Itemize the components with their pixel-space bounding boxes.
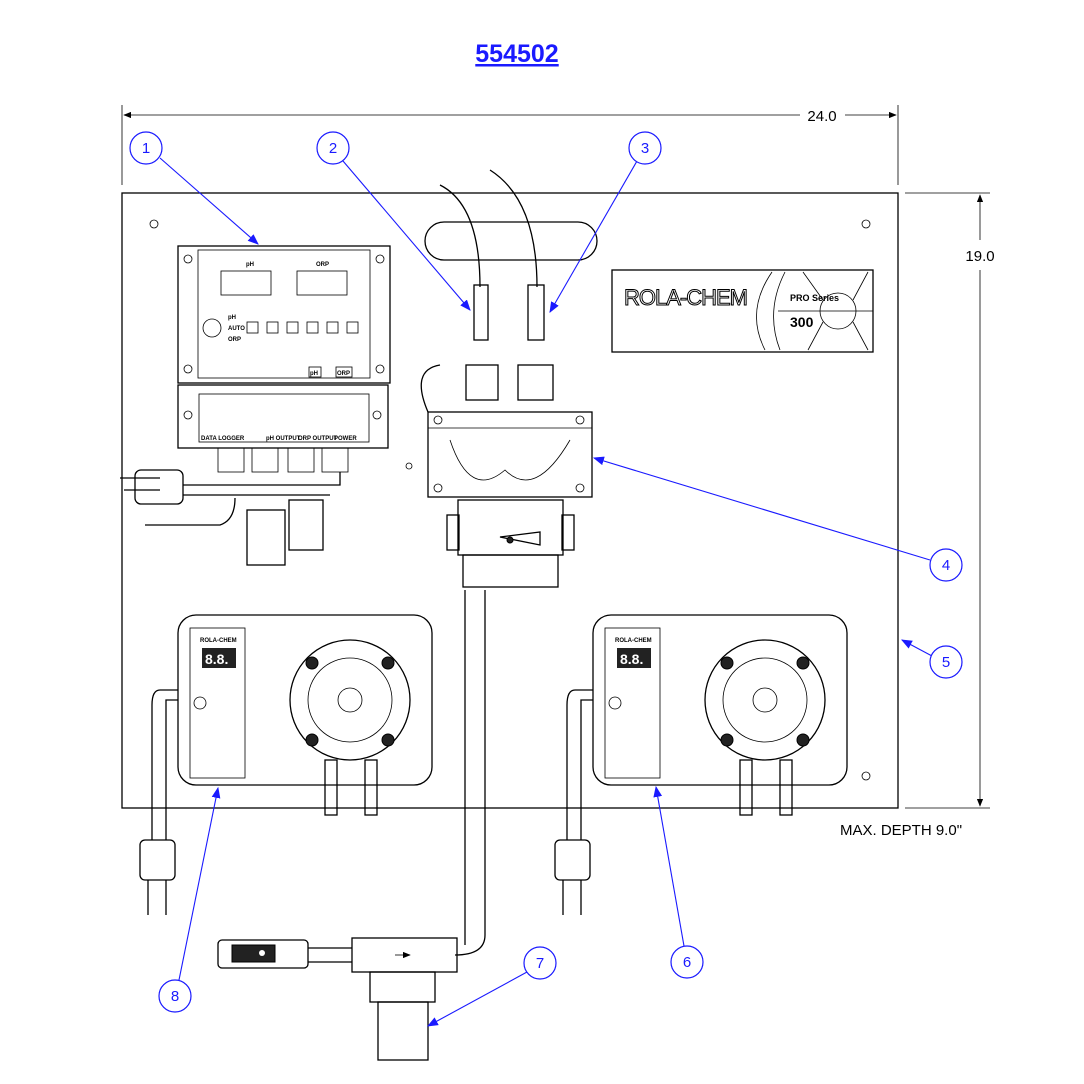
balloon-5[interactable]: 5: [929, 645, 963, 679]
svg-text:6: 6: [683, 954, 691, 971]
flow-tee: [217, 937, 458, 1061]
svg-text:2: 2: [329, 140, 337, 157]
filter-housing: [377, 1001, 429, 1061]
height-dimension: 19.0: [905, 192, 995, 809]
height-value: 19.0: [965, 248, 994, 265]
width-value: 24.0: [807, 108, 836, 125]
logo-model: 300: [790, 314, 814, 330]
balloon-4[interactable]: 4: [929, 548, 963, 582]
mode-label: AUTO: [228, 326, 245, 332]
balloon-6[interactable]: 6: [670, 945, 704, 979]
port-label: ORP OUTPUT: [298, 436, 338, 442]
svg-text:8: 8: [171, 988, 179, 1005]
backboard-panel: [121, 192, 899, 809]
sensor-manifold: [420, 169, 593, 956]
controller: pH ORP pH AUTO ORP pH ORP DATA LOGGER pH…: [120, 245, 391, 566]
width-dimension: 24.0: [121, 105, 899, 185]
svg-text:7: 7: [536, 955, 544, 972]
pump-right: ROLA-CHEM 8.8.: [554, 614, 848, 915]
pump-brand: ROLA-CHEM: [200, 638, 237, 644]
mode-label: pH: [228, 315, 236, 321]
pump-display: 8.8.: [205, 651, 228, 667]
port-orp-label: ORP: [337, 371, 350, 377]
callouts: 1 2 3 4 5 6 7 8: [129, 131, 963, 1027]
controller-buttons[interactable]: [246, 321, 359, 334]
logo-series: PRO Series: [790, 293, 839, 303]
port-label: pH OUTPUT: [266, 436, 301, 442]
balloon-7[interactable]: 7: [523, 946, 557, 980]
port-ph-label: pH: [310, 371, 318, 377]
svg-text:1: 1: [142, 140, 150, 157]
rola-chem-logo: ROLA-CHEM PRO Series 300: [611, 269, 874, 353]
svg-text:4: 4: [942, 557, 950, 574]
ph-display-label: pH: [246, 262, 254, 268]
balloon-8[interactable]: 8: [158, 979, 192, 1013]
orp-sensor: [527, 284, 545, 341]
pump-right-plug: [554, 839, 591, 881]
depth-note: MAX. DEPTH 9.0": [840, 822, 962, 839]
ph-display: [220, 270, 272, 296]
orp-display: [296, 270, 348, 296]
mode-label: ORP: [228, 337, 241, 343]
logo-brand: ROLA-CHEM: [624, 285, 747, 310]
controller-plug: [134, 469, 184, 505]
pump-left-plug: [139, 839, 176, 881]
balloon-2[interactable]: 2: [316, 131, 350, 165]
svg-text:3: 3: [641, 140, 649, 157]
balloon-3[interactable]: 3: [628, 131, 662, 165]
pump-brand: ROLA-CHEM: [615, 638, 652, 644]
mode-knob[interactable]: [202, 318, 222, 338]
ph-sensor: [473, 284, 489, 341]
mounting-slot: [424, 221, 598, 261]
orp-display-label: ORP: [316, 262, 329, 268]
port-label: POWER: [334, 436, 357, 442]
port-label: DATA LOGGER: [201, 436, 245, 442]
pump-display: 8.8.: [620, 651, 643, 667]
balloon-1[interactable]: 1: [129, 131, 163, 165]
pump-left: ROLA-CHEM 8.8.: [139, 614, 433, 915]
drawing-title[interactable]: 554502: [475, 40, 558, 68]
svg-text:5: 5: [942, 654, 950, 671]
